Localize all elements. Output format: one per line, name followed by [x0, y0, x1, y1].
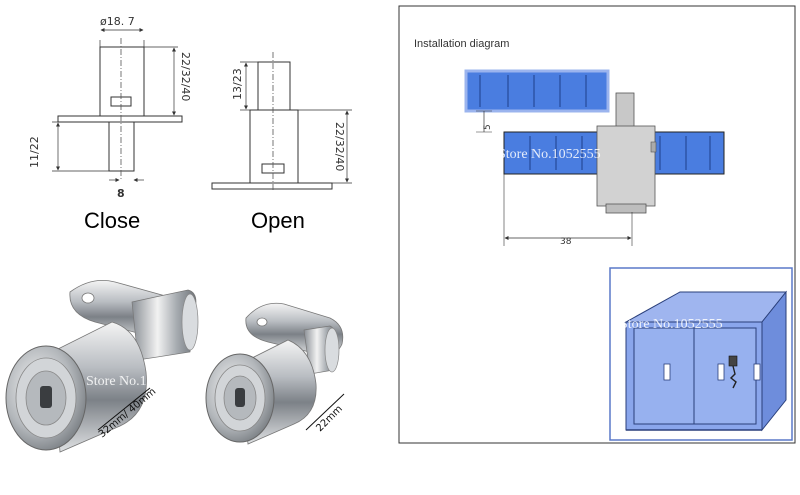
- cabinet-watermark: Store No.1052555: [620, 317, 723, 332]
- close-dim-pin: 8: [117, 187, 125, 200]
- close-caption: Close: [84, 208, 140, 233]
- cabinet-illustration: Store No.1052555: [609, 267, 793, 441]
- close-dim-diameter: ø18. 7: [100, 15, 135, 28]
- installation-dim-depth: 38: [560, 237, 572, 247]
- installation-dim-gap: 5: [483, 124, 493, 130]
- installation-watermark: Store No.1052555: [498, 147, 601, 162]
- close-diagram: ø18. 7 22/32/40 11/22 8 Close: [28, 15, 192, 233]
- open-caption: Open: [251, 208, 305, 233]
- open-dim-height: 22/32/40: [333, 122, 346, 171]
- open-diagram: 13/23 22/32/40 Open: [211, 52, 352, 233]
- open-dim-stroke: 13/23: [231, 68, 244, 100]
- photo-watermark: Store No.1052555: [86, 374, 189, 389]
- installation-title: Installation diagram: [414, 38, 509, 50]
- lock-photo-small: 22mm: [205, 302, 345, 445]
- lock-photo-large: 32mm/ 40mm Store No.1052555: [5, 279, 199, 453]
- close-dim-plunger: 11/22: [28, 136, 41, 168]
- installation-drawing: 5 38 Store No.1052555: [464, 69, 725, 247]
- close-dim-height: 22/32/40: [179, 52, 192, 101]
